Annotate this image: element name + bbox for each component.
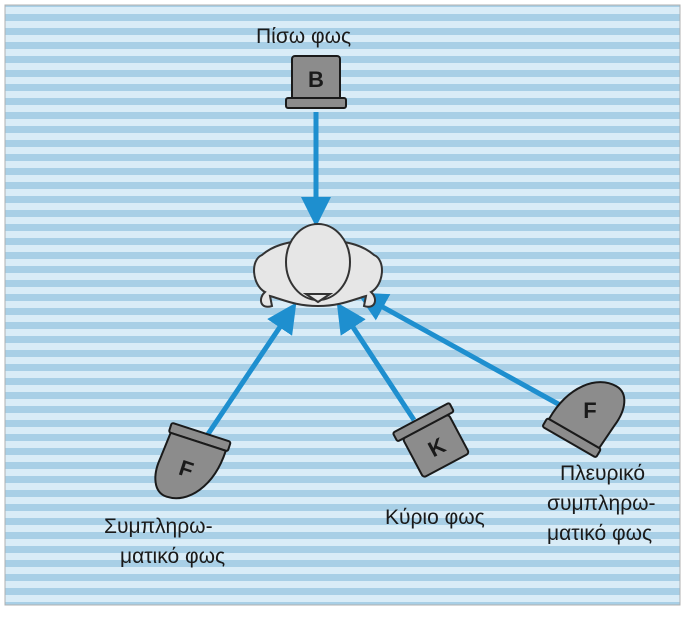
side-fill-light-label-line2: συμπληρω-: [547, 492, 656, 516]
key-light-label: Κύριο φως: [385, 506, 485, 530]
back-light-label: Πίσω φως: [256, 25, 351, 49]
side-fill-light-letter: F: [583, 398, 596, 423]
side-fill-light-label-line1: Πλευρικό: [560, 462, 645, 486]
side-fill-light-label-line3: ματικό φως: [547, 522, 652, 546]
back-light-letter: B: [308, 67, 324, 92]
back-light-lamp: B: [286, 56, 346, 108]
fill-light-label-line2: ματικό φως: [120, 545, 225, 569]
fill-light-label-line1: Συμπληρω-: [104, 515, 213, 539]
